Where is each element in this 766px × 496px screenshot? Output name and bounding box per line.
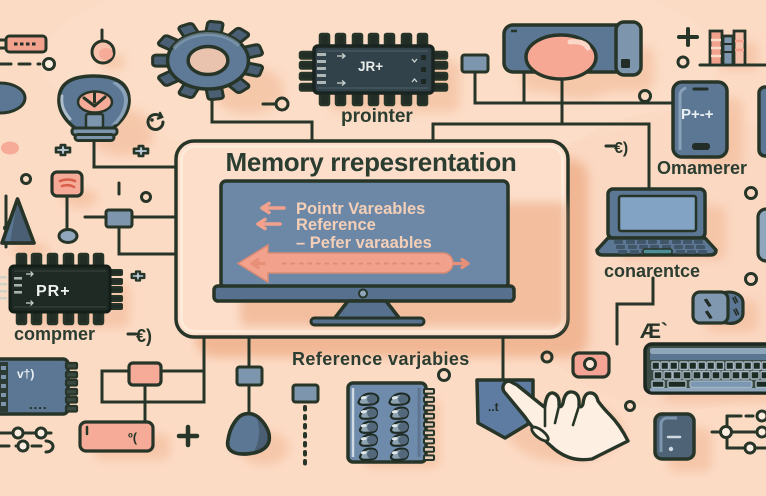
svg-text:– Pefer varaables: – Pefer varaables [296, 234, 432, 252]
svg-text:JR+: JR+ [358, 59, 383, 74]
svg-text:Reference varjabies: Reference varjabies [292, 349, 470, 369]
svg-text:Pointr Vareables: Pointr Vareables [296, 200, 425, 218]
svg-text:º(: º( [128, 430, 138, 445]
svg-text:Reference: Reference [296, 216, 376, 234]
svg-text:v†): v†) [17, 367, 34, 381]
svg-text:conarentce: conarentce [604, 261, 700, 281]
svg-text:..t: ..t [488, 400, 499, 414]
svg-text:€): €) [136, 326, 152, 346]
svg-text:....: .... [29, 397, 47, 412]
svg-text:€): €) [614, 140, 628, 157]
svg-text:Omamerer: Omamerer [657, 158, 747, 178]
svg-text:prointer: prointer [341, 106, 413, 127]
svg-text:P+-+: P+-+ [681, 106, 714, 123]
svg-text:compmer: compmer [14, 324, 95, 344]
svg-text:Æ`: Æ` [640, 320, 668, 343]
svg-text:Memory rrepesrentation: Memory rrepesrentation [225, 147, 516, 177]
svg-text:PR+: PR+ [36, 283, 71, 300]
